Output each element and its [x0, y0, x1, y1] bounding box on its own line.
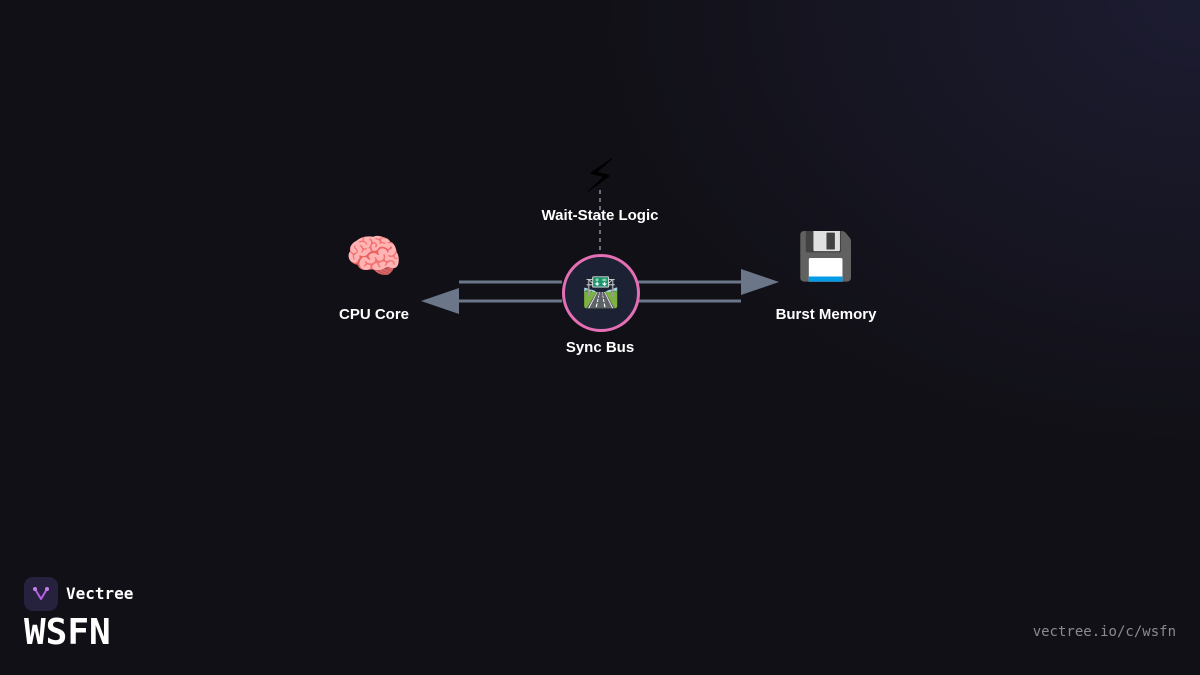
- floppy-disk-icon: 💾: [797, 230, 855, 282]
- sync-bus-label: Sync Bus: [565, 339, 635, 356]
- memory-arrowhead: [741, 269, 779, 295]
- sync-bus-node: 🛣️: [562, 254, 640, 332]
- burst-memory-label: Burst Memory: [775, 306, 877, 323]
- cpu-arrowhead: [421, 288, 459, 314]
- vectree-logo-icon: [24, 577, 58, 611]
- brain-icon: 🧠: [345, 230, 403, 282]
- wait-state-logic-label: Wait-State Logic: [541, 207, 659, 224]
- diagram-code: WSFN: [24, 612, 111, 653]
- source-url[interactable]: vectree.io/c/wsfn: [1032, 624, 1176, 640]
- cpu-core-label: CPU Core: [338, 306, 409, 323]
- motorway-icon: 🛣️: [582, 276, 620, 309]
- lightning-icon: ⚡: [583, 150, 617, 202]
- brand-name: Vectree: [66, 584, 134, 603]
